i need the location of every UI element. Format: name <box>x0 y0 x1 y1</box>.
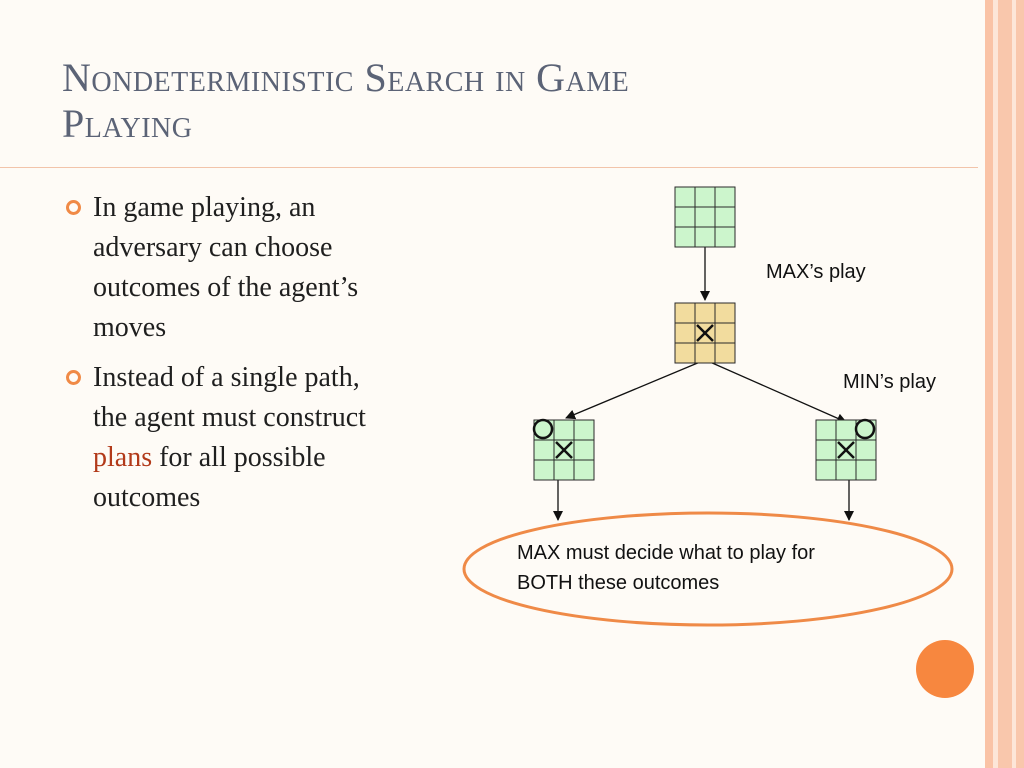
bullet-text: moves <box>93 312 167 343</box>
bullet-text: adversary can choose <box>93 232 333 263</box>
title-line-1: Nondeterministic Search in Game <box>62 55 630 100</box>
frame-stripe <box>1016 0 1024 768</box>
o-mark-icon <box>532 418 554 440</box>
decision-note-line-2: BOTH these outcomes <box>517 572 719 594</box>
bullet-line: moves <box>93 308 506 348</box>
highlighted-term: plans <box>93 442 153 473</box>
x-mark-icon <box>555 441 573 459</box>
x-mark-icon <box>696 324 714 342</box>
slide-title: Nondeterministic Search in Game Playing <box>62 55 922 147</box>
bullet-list: In game playing, an adversary can choose o… <box>66 188 506 528</box>
x-mark-icon <box>837 441 855 459</box>
title-line-2: Playing <box>62 101 193 146</box>
arrow-max-to-left <box>565 361 701 420</box>
bullet-text: outcomes of the agent’s <box>93 272 359 303</box>
max-play-label: MAX’s play <box>766 261 866 283</box>
board-outcome-right <box>815 418 877 481</box>
bullet-line: adversary can choose <box>93 228 506 268</box>
bullet-line: the agent must construct <box>93 398 506 438</box>
frame-stripes <box>976 0 1024 768</box>
frame-stripe <box>993 0 998 768</box>
frame-stripe <box>1012 0 1016 768</box>
frame-stripe <box>998 0 1012 768</box>
bullet-text: the agent must construct <box>93 402 366 433</box>
bullet-line: In game playing, an <box>93 188 506 228</box>
bullet-line: outcomes of the agent’s <box>93 268 506 308</box>
bullet-text: for all possible <box>152 442 326 473</box>
decision-note-line-1: MAX must decide what to play for <box>517 542 815 564</box>
board-after-max <box>674 302 736 364</box>
bullet-text: In game playing, an <box>93 192 316 223</box>
bullet-circle-icon <box>66 370 81 385</box>
board-background <box>674 186 736 248</box>
bullet-item: Instead of a single path, the agent must … <box>66 358 506 518</box>
board-root <box>674 186 736 248</box>
bullet-text: outcomes <box>93 482 201 513</box>
min-play-label: MIN’s play <box>843 371 936 393</box>
o-mark-icon <box>854 418 876 440</box>
bullet-text: Instead of a single path, <box>93 362 360 393</box>
board-outcome-left <box>532 418 595 481</box>
bullet-item: In game playing, an adversary can choose o… <box>66 188 506 348</box>
boards-layer <box>532 186 877 481</box>
bullet-line: Instead of a single path, <box>93 358 506 398</box>
decorative-dot <box>916 640 974 698</box>
bullet-line: plans for all possible <box>93 438 506 478</box>
bullet-circle-icon <box>66 200 81 215</box>
frame-stripe <box>985 0 993 768</box>
arrow-max-to-right <box>709 361 847 423</box>
bullet-line: outcomes <box>93 478 506 518</box>
outcomes-ellipse <box>462 511 954 627</box>
title-divider <box>0 167 978 168</box>
